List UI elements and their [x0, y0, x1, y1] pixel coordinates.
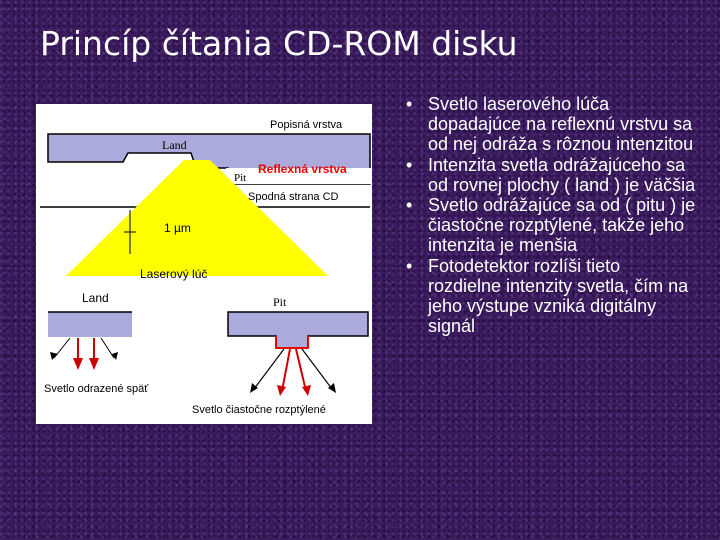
pit-top-label: Pit	[234, 172, 246, 184]
cd-underside-label: Spodná strana CD	[248, 191, 339, 203]
reflective-layer	[226, 168, 372, 184]
bullet-list: Svetlo laserového lúča dopadajúce na ref…	[396, 94, 696, 336]
cd-reading-diagram: Popisná vrstva Land Reflexná vrstva Pit …	[36, 104, 372, 424]
bullet-item: Fotodetektor rozlíši tieto rozdielne int…	[396, 256, 696, 337]
slide-title: Princíp čítania CD-ROM disku	[40, 24, 518, 63]
land-bottom-block	[48, 312, 132, 337]
scattered-arrow-4	[301, 348, 333, 390]
land-top-label: Land	[162, 138, 187, 152]
pit-bottom-block	[227, 311, 369, 349]
laser-cone	[66, 160, 328, 276]
bullet-item: Intenzita svetla odrážajúceho sa od rovn…	[396, 155, 696, 195]
micrometer-label: 1 µm	[164, 221, 191, 235]
reflective-layer-label: Reflexná vrstva	[258, 162, 347, 176]
land-bottom-label: Land	[82, 291, 109, 305]
scattered-arrow-3	[295, 348, 307, 392]
scattered-arrow-1	[253, 348, 285, 390]
bullet-item: Svetlo odrážajúce sa od ( pitu ) je čias…	[396, 195, 696, 256]
scattered-arrow-2	[281, 348, 291, 392]
reflected-back-label: Svetlo odrazené späť	[44, 383, 149, 395]
laser-beam-label: Laserový lúč	[140, 267, 207, 281]
label-layer-label: Popisná vrstva	[270, 119, 343, 131]
scattered-label: Svetlo čiastočne rozptýlené	[192, 404, 326, 416]
bullet-item: Svetlo laserového lúča dopadajúce na ref…	[396, 94, 696, 155]
pit-bottom-label: Pit	[273, 295, 287, 309]
